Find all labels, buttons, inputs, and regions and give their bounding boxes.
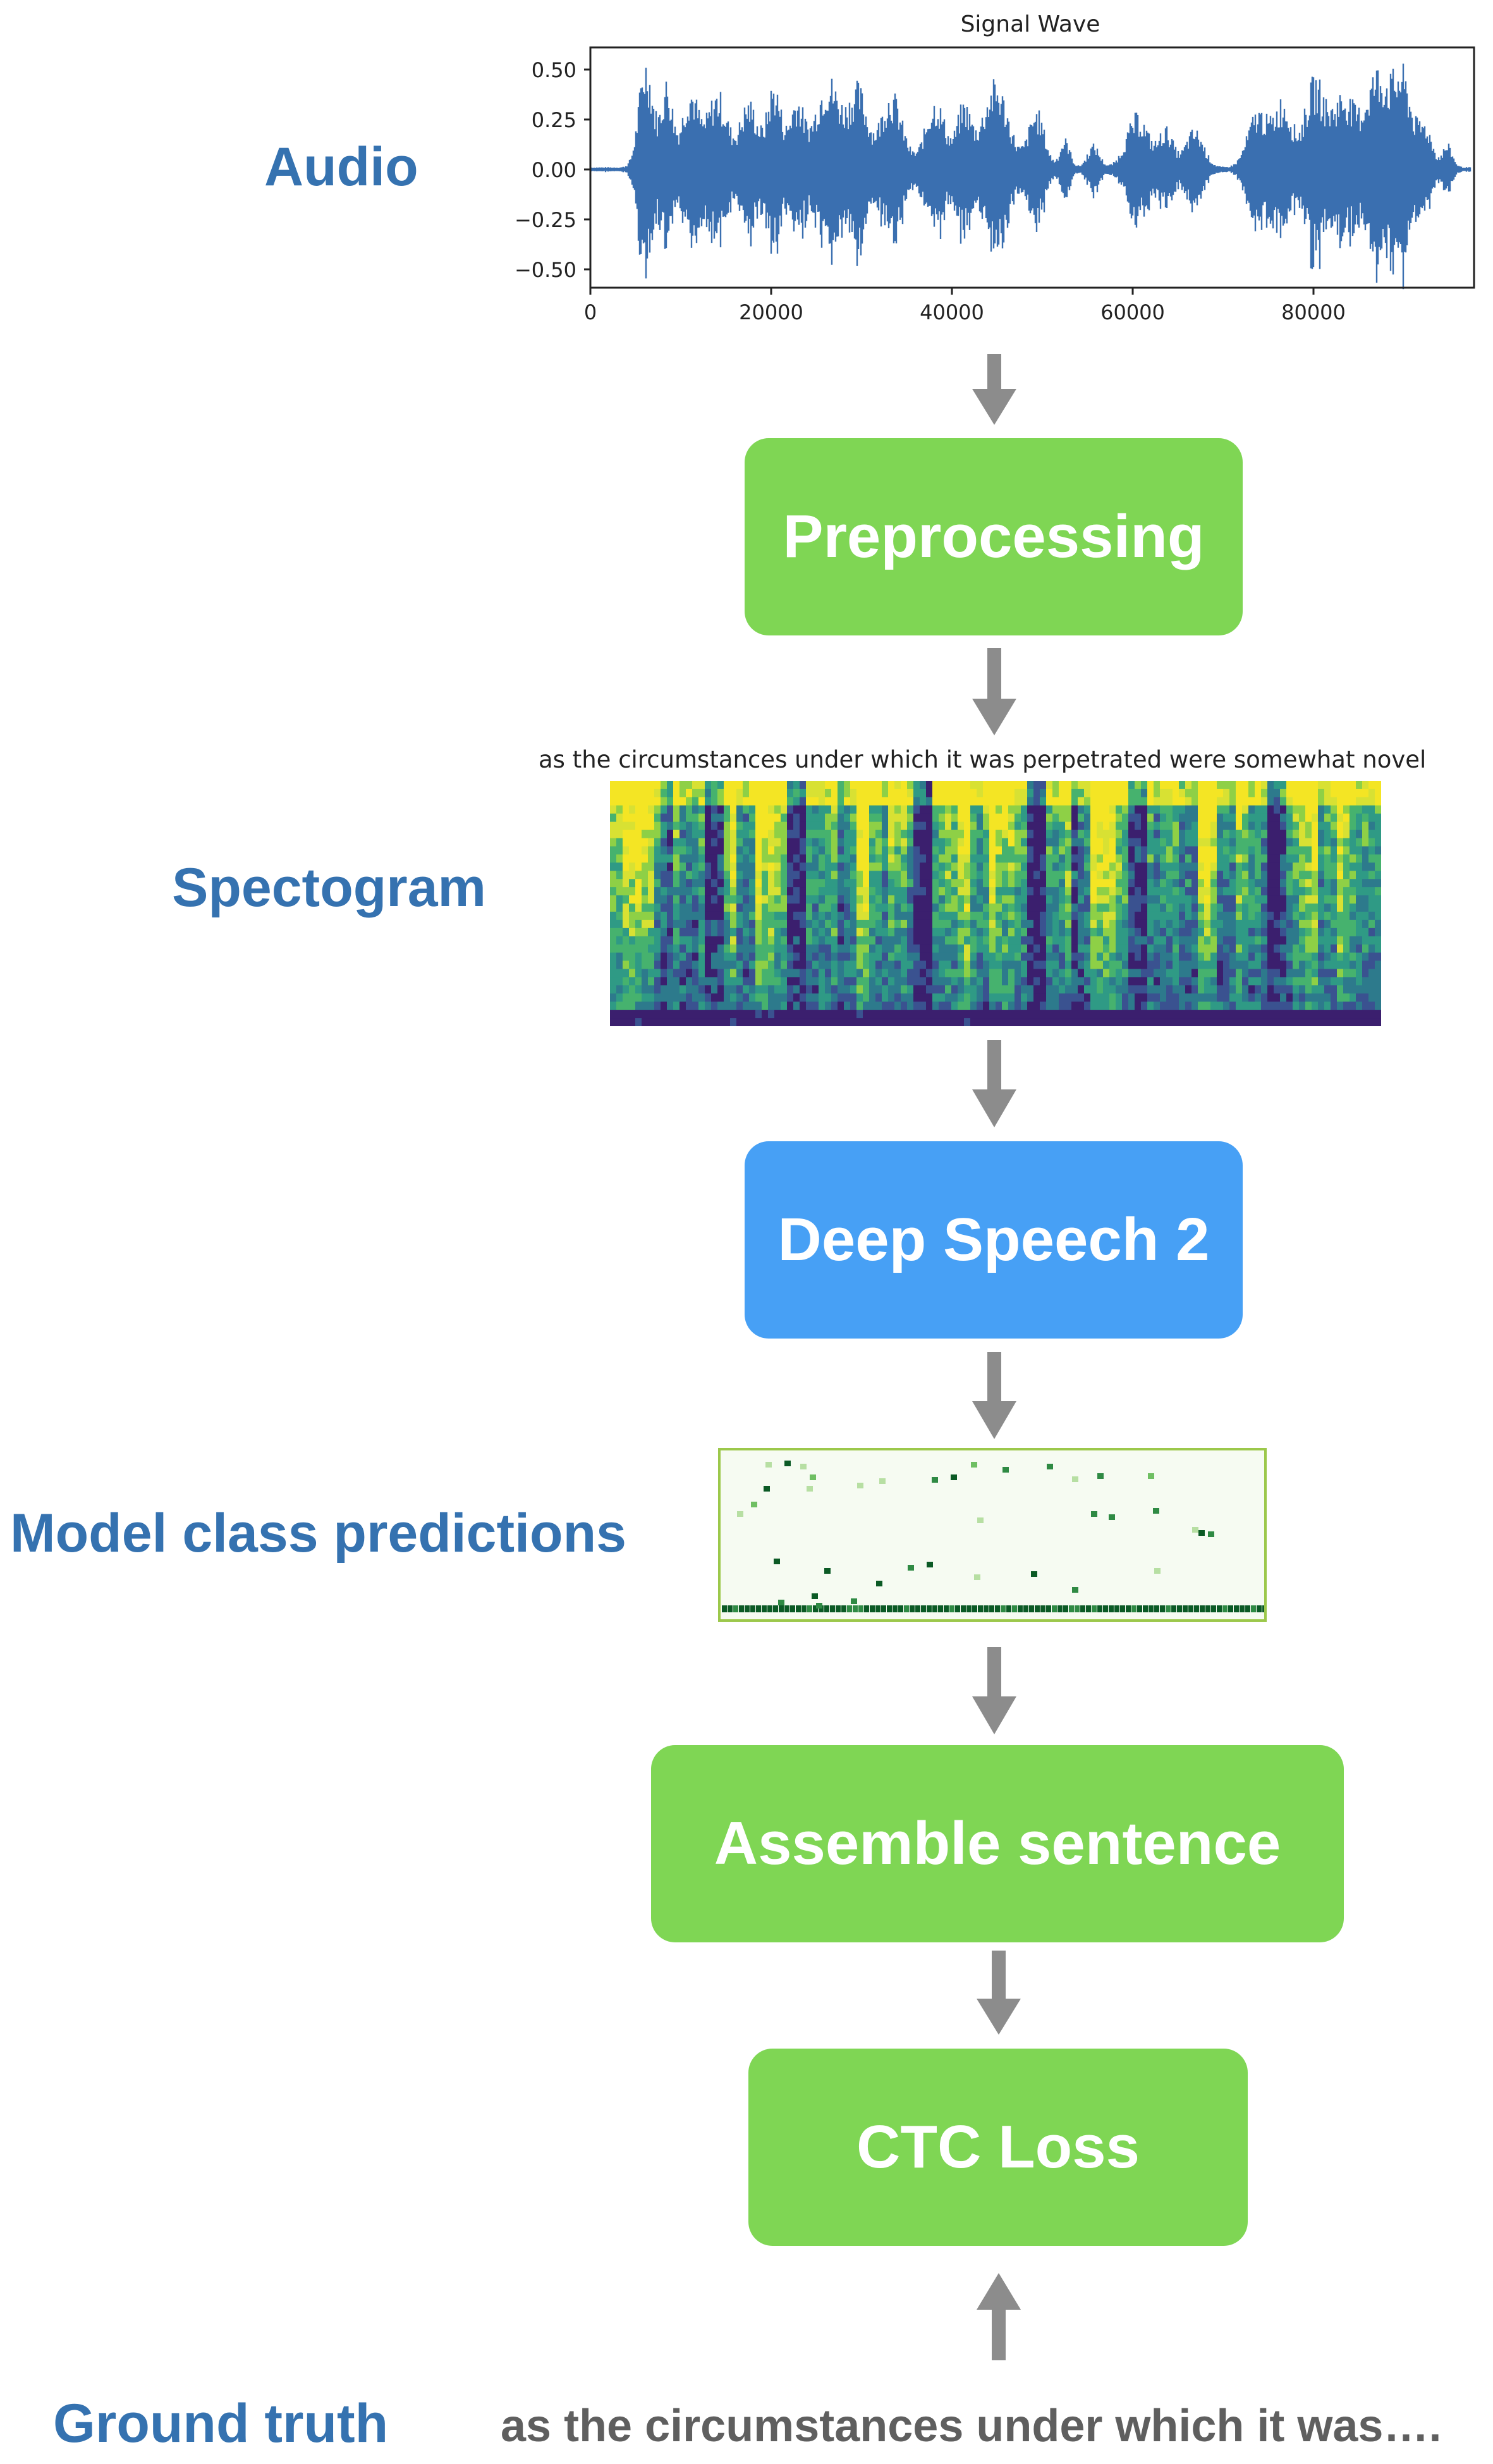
arrow-down-5	[972, 1647, 1016, 1734]
deep-speech-2-box: Deep Speech 2	[745, 1141, 1243, 1339]
y-tick-label: −0.25	[515, 208, 576, 232]
y-tick-label: 0.00	[532, 158, 576, 182]
preprocessing-box: Preprocessing	[745, 438, 1243, 635]
assemble-sentence-box: Assemble sentence	[651, 1745, 1344, 1942]
waveform-frame	[589, 46, 1475, 289]
arrow-down-6	[977, 1951, 1021, 2035]
y-tick-label: 0.50	[532, 58, 576, 82]
x-tick-label: 20000	[739, 300, 803, 324]
ctc-loss-box: CTC Loss	[748, 2049, 1248, 2246]
waveform-signal	[590, 63, 1472, 290]
spectrogram-title: as the circumstances under which it was …	[539, 746, 1427, 773]
y-tick-label: −0.50	[515, 258, 576, 282]
y-tick-label: 0.25	[532, 108, 576, 132]
arrow-down-4	[972, 1352, 1016, 1439]
arrow-down-1	[972, 354, 1016, 425]
arrow-up-ground-truth	[977, 2273, 1021, 2360]
x-tick-label: 80000	[1281, 300, 1346, 324]
x-tick-label: 60000	[1100, 300, 1165, 324]
spectrogram-image	[610, 781, 1381, 1026]
x-tick-label: 40000	[920, 300, 984, 324]
model-class-predictions-label: Model class predictions	[10, 1503, 626, 1564]
spectogram-label: Spectogram	[172, 857, 487, 918]
signal-wave-title: Signal Wave	[961, 11, 1100, 37]
class-predictions-matrix	[718, 1448, 1267, 1622]
ground-truth-text: as the circumstances under which it was……	[501, 2401, 1442, 2451]
x-tick-label: 0	[584, 300, 597, 324]
ground-truth-label: Ground truth	[53, 2393, 389, 2454]
audio-label: Audio	[264, 137, 418, 197]
arrow-down-2	[972, 648, 1016, 735]
arrow-down-3	[972, 1040, 1016, 1127]
signal-wave-chart: Signal Wave 0.50 0.25 0.00 −0.25 −0.50 0 2000…	[515, 11, 1475, 324]
